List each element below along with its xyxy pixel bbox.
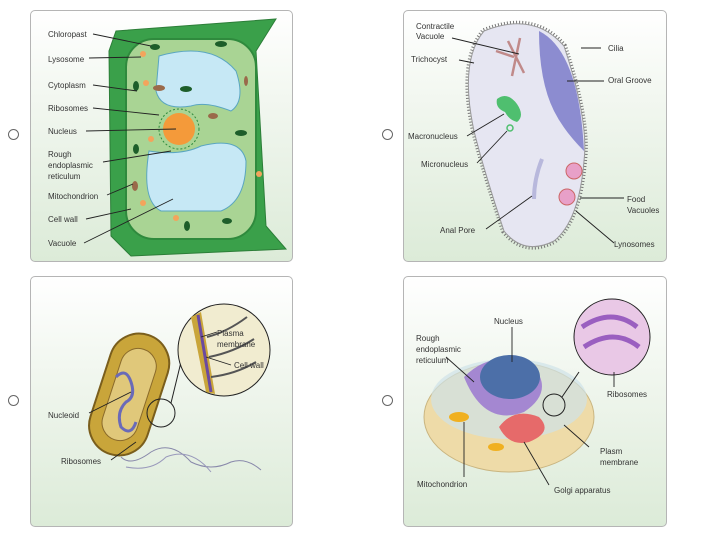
label-contractile-vacuole-1: Contractile bbox=[416, 22, 455, 31]
label-plasma-membrane-1: Plasma bbox=[217, 329, 244, 338]
label-cell-wall: Cell wall bbox=[48, 215, 78, 224]
option-radio-paramecium[interactable] bbox=[382, 129, 393, 140]
label-vacuole: Vacuole bbox=[48, 239, 77, 248]
option-image-animal-cell[interactable]: Nucleus Rough endoplasmic reticulum Ribo… bbox=[403, 276, 667, 527]
paramecium-diagram: Contractile Vacuole Trichocyst Cilia Ora… bbox=[408, 20, 659, 250]
label-cytoplasm: Cytoplasm bbox=[48, 81, 86, 90]
option-radio-plant-cell[interactable] bbox=[8, 129, 19, 140]
label-plasma-membrane-2: membrane bbox=[217, 340, 256, 349]
label-nucleus: Nucleus bbox=[48, 127, 77, 136]
option-image-plant-cell[interactable]: Chloropast Lysosome Cytoplasm Ribosomes … bbox=[30, 10, 293, 262]
label-plasm-membrane-2: membrane bbox=[600, 458, 639, 467]
label-mitochondrion: Mitochondrion bbox=[417, 480, 467, 489]
label-ribosomes: Ribosomes bbox=[61, 457, 101, 466]
label-rer-3: reticulum bbox=[416, 356, 449, 365]
label-micronucleus: Micronucleus bbox=[421, 160, 468, 169]
option-image-paramecium[interactable]: Contractile Vacuole Trichocyst Cilia Ora… bbox=[403, 10, 667, 262]
option-radio-bacterium[interactable] bbox=[8, 395, 19, 406]
label-rer-3: reticulum bbox=[48, 172, 81, 181]
bacterium-diagram: Plasma membrane Cell wall Nucleoid Ribos… bbox=[48, 303, 271, 473]
label-trichocyst: Trichocyst bbox=[411, 55, 448, 64]
label-nucleoid: Nucleoid bbox=[48, 411, 79, 420]
label-food-vacuoles-2: Vacuoles bbox=[627, 206, 659, 215]
label-nucleus: Nucleus bbox=[494, 317, 523, 326]
animal-cell-diagram: Nucleus Rough endoplasmic reticulum Ribo… bbox=[416, 298, 651, 495]
label-contractile-vacuole-2: Vacuole bbox=[416, 32, 445, 41]
option-image-bacterium[interactable]: Plasma membrane Cell wall Nucleoid Ribos… bbox=[30, 276, 293, 527]
label-chloroplast: Chloropast bbox=[48, 30, 87, 39]
label-rer-2: endoplasmic bbox=[48, 161, 93, 170]
label-lysosomes: Lynosomes bbox=[614, 240, 655, 249]
label-ribosomes: Ribosomes bbox=[48, 104, 88, 113]
label-cilia: Cilia bbox=[608, 44, 624, 53]
label-golgi-apparatus: Golgi apparatus bbox=[554, 486, 610, 495]
label-anal-pore: Anal Pore bbox=[440, 226, 476, 235]
label-lysosome: Lysosome bbox=[48, 55, 85, 64]
label-rer-1: Rough bbox=[416, 334, 440, 343]
label-mitochondrion: Mitochondrion bbox=[48, 192, 98, 201]
label-food-vacuoles-1: Food bbox=[627, 195, 645, 204]
label-macronucleus: Macronucleus bbox=[408, 132, 458, 141]
label-oral-groove: Oral Groove bbox=[608, 76, 652, 85]
label-cell-wall: Cell wall bbox=[234, 361, 264, 370]
label-rer-1: Rough bbox=[48, 150, 72, 159]
label-plasm-membrane-1: Plasm bbox=[600, 447, 623, 456]
label-ribosomes: Ribosomes bbox=[607, 390, 647, 399]
option-radio-animal-cell[interactable] bbox=[382, 395, 393, 406]
label-rer-2: endoplasmic bbox=[416, 345, 461, 354]
plant-cell-diagram: Chloropast Lysosome Cytoplasm Ribosomes … bbox=[48, 18, 288, 257]
